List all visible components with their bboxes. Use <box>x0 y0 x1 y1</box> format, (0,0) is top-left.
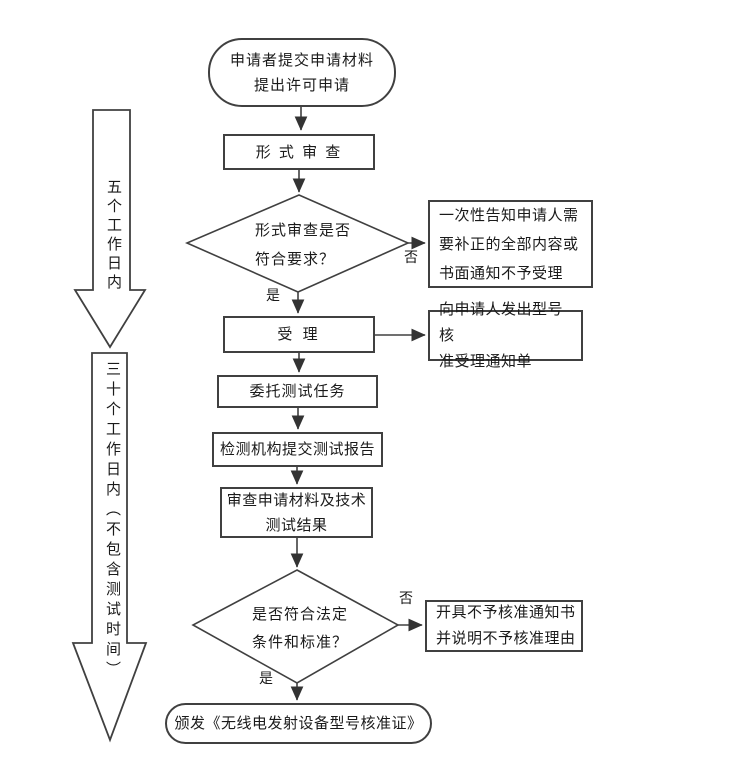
decision1-text: 形式审查是否 符合要求？ <box>255 222 352 268</box>
timeline-arrow-thirty-days <box>71 352 148 743</box>
accept-box: 受 理 <box>223 316 375 353</box>
timeline-five-days-label: 五个工作日内 <box>105 179 122 293</box>
timeline-thirty-days-label: 三十个工作日内（不包含测试时间） <box>104 361 121 681</box>
decision1-yes-label: 是 <box>266 287 280 303</box>
assign-test-box: 委托测试任务 <box>217 375 378 408</box>
timeline-arrow-five-days <box>73 109 147 349</box>
decision2-yes-label: 是 <box>259 670 273 686</box>
decision1-no-label: 否 <box>404 249 418 265</box>
decision2-text: 是否符合法定 条件和标准？ <box>252 606 349 651</box>
start-node: 申请者提交申请材料 提出许可申请 <box>208 38 396 107</box>
accept-note-box: 向申请人发出型号核 准受理通知单 <box>428 301 583 370</box>
decision2-no-label: 否 <box>399 590 413 606</box>
test-report-box: 检测机构提交测试报告 <box>212 432 383 467</box>
formal-review-box: 形 式 审 查 <box>223 134 375 170</box>
decision1-no-note-box: 一次性告知申请人需 要补正的全部内容或 书面通知不予受理 <box>428 200 593 288</box>
end-node: 颁发《无线电发射设备型号核准证》 <box>165 703 432 744</box>
review-materials-box: 审查申请材料及技术 测试结果 <box>220 487 373 538</box>
decision2-no-note-box: 开具不予核准通知书 并说明不予核准理由 <box>425 600 583 652</box>
